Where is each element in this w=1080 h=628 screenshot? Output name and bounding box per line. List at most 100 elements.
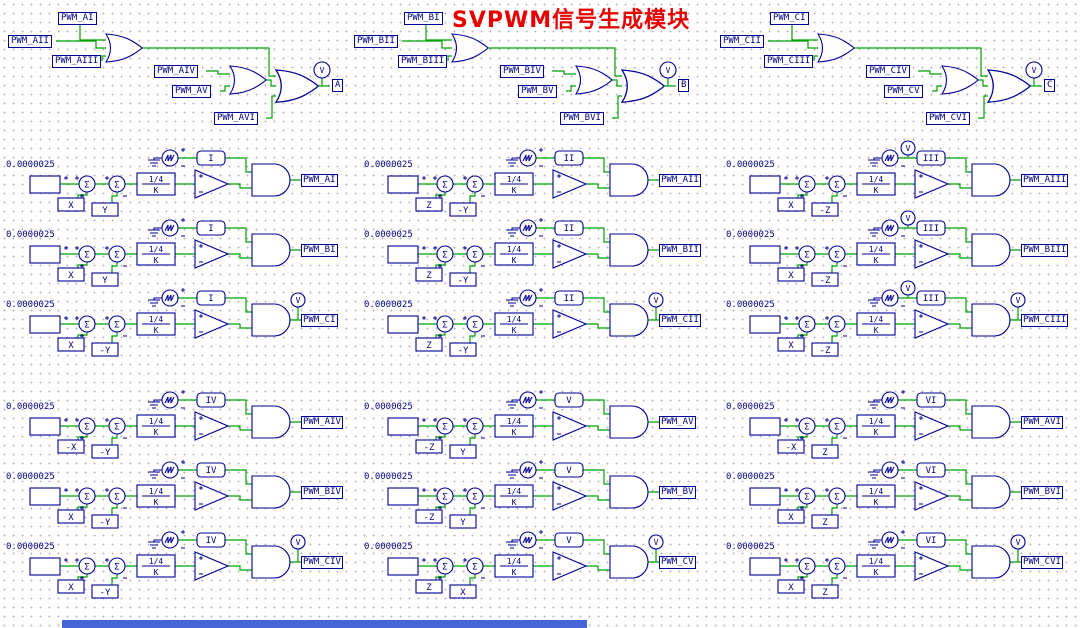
sector-probe-label[interactable]: II <box>554 220 584 236</box>
pwm-output-label[interactable]: PWM_BIII <box>1021 244 1069 257</box>
and-gate[interactable] <box>609 233 649 267</box>
pwm-output-label[interactable]: PWM_BIV <box>301 486 343 499</box>
pwm-input-label[interactable]: PWM_CV <box>884 85 923 98</box>
source-block[interactable] <box>387 245 426 264</box>
gain-block[interactable]: 1/4 K <box>494 414 534 438</box>
phase-output-label[interactable]: B <box>678 79 690 92</box>
voltage-probe[interactable]: V <box>1025 61 1043 86</box>
gain-block[interactable]: 1/4 K <box>494 242 534 266</box>
sector-probe-label[interactable]: III <box>916 290 946 306</box>
or-gate[interactable] <box>228 65 267 95</box>
comparator[interactable] <box>194 169 230 199</box>
sawtooth-source[interactable] <box>881 530 905 549</box>
pwm-output-label[interactable]: PWM_AIV <box>301 416 343 429</box>
input-signal-box[interactable]: X <box>57 337 85 352</box>
input-signal-box[interactable]: Z <box>811 584 839 599</box>
and-gate[interactable] <box>971 405 1011 439</box>
pwm-input-label[interactable]: PWM_CVI <box>926 112 970 125</box>
pwm-output-label[interactable]: PWM_AV <box>659 416 696 429</box>
horizontal-scrollbar[interactable] <box>62 620 587 628</box>
ground-icon[interactable] <box>506 469 520 479</box>
comparator[interactable] <box>552 309 588 339</box>
input-signal-box[interactable]: X <box>777 579 805 594</box>
input-signal-box[interactable]: X <box>777 509 805 524</box>
input-signal-box[interactable]: -Y <box>449 202 477 217</box>
summer-junction[interactable]: Σ <box>795 245 816 268</box>
summer-junction[interactable]: Σ <box>825 557 847 579</box>
summer-junction[interactable]: Σ <box>795 315 816 338</box>
summer-junction[interactable]: Σ <box>105 245 127 267</box>
summer-junction[interactable]: Σ <box>105 417 127 439</box>
source-block[interactable] <box>29 245 68 264</box>
sector-probe-label[interactable]: IV <box>196 392 226 408</box>
source-block[interactable] <box>387 487 426 506</box>
pwm-input-label[interactable]: PWM_CII <box>720 35 764 48</box>
summer-junction[interactable]: Σ <box>795 175 816 198</box>
input-signal-box[interactable]: Z <box>415 579 443 594</box>
pwm-input-label[interactable]: PWM_BV <box>518 85 557 98</box>
comparator[interactable] <box>914 411 950 441</box>
sawtooth-source[interactable] <box>881 390 905 409</box>
and-gate[interactable] <box>251 303 291 337</box>
ground-icon[interactable] <box>868 539 882 549</box>
summer-junction[interactable]: Σ <box>433 245 454 268</box>
source-block[interactable] <box>387 557 426 576</box>
pwm-input-label[interactable]: PWM_AIV <box>154 65 198 78</box>
pwm-input-label[interactable]: PWM_CIV <box>866 65 910 78</box>
pwm-input-label[interactable]: PWM_BI <box>404 12 443 25</box>
voltage-probe[interactable]: V <box>659 61 677 86</box>
input-signal-box[interactable]: Y <box>449 514 477 529</box>
sector-probe-label[interactable]: IV <box>196 532 226 548</box>
sawtooth-source[interactable] <box>161 390 185 409</box>
input-signal-box[interactable]: X <box>777 197 805 212</box>
gain-block[interactable]: 1/4 K <box>856 242 896 266</box>
comparator[interactable] <box>914 239 950 269</box>
input-signal-box[interactable]: -Y <box>449 342 477 357</box>
voltage-probe[interactable]: V <box>648 534 664 562</box>
sawtooth-source[interactable] <box>161 288 185 307</box>
sawtooth-source[interactable] <box>161 218 185 237</box>
input-signal-box[interactable]: -X <box>57 439 85 454</box>
and-gate[interactable] <box>251 545 291 579</box>
pwm-input-label[interactable]: PWM_BIV <box>500 65 544 78</box>
sector-probe-label[interactable]: V <box>554 392 584 408</box>
and-gate[interactable] <box>971 233 1011 267</box>
source-block[interactable] <box>29 487 68 506</box>
sector-probe-label[interactable]: V <box>554 462 584 478</box>
and-gate[interactable] <box>609 405 649 439</box>
sector-probe-label[interactable]: IV <box>196 462 226 478</box>
ground-icon[interactable] <box>148 539 162 549</box>
gain-block[interactable]: 1/4 K <box>856 484 896 508</box>
or-gate[interactable] <box>986 69 1032 103</box>
comparator[interactable] <box>194 551 230 581</box>
pwm-output-label[interactable]: PWM_CII <box>659 314 701 327</box>
sawtooth-source[interactable] <box>519 390 543 409</box>
gain-block[interactable]: 1/4 K <box>136 312 176 336</box>
and-gate[interactable] <box>609 163 649 197</box>
summer-junction[interactable]: Σ <box>463 557 485 579</box>
source-block[interactable] <box>29 175 68 194</box>
source-block[interactable] <box>749 417 788 436</box>
input-signal-box[interactable]: X <box>57 267 85 282</box>
summer-junction[interactable]: Σ <box>825 175 847 197</box>
ground-icon[interactable] <box>506 539 520 549</box>
summer-junction[interactable]: Σ <box>463 315 485 337</box>
pwm-output-label[interactable]: PWM_BI <box>301 244 338 257</box>
summer-junction[interactable]: Σ <box>463 175 485 197</box>
ground-icon[interactable] <box>148 157 162 167</box>
source-block[interactable] <box>749 245 788 264</box>
pwm-input-label[interactable]: PWM_AI <box>58 12 97 25</box>
summer-junction[interactable]: Σ <box>463 487 485 509</box>
pwm-output-label[interactable]: PWM_BV <box>659 486 696 499</box>
sawtooth-source[interactable] <box>519 218 543 237</box>
sector-probe-label[interactable]: II <box>554 150 584 166</box>
input-signal-box[interactable]: -Y <box>449 272 477 287</box>
or-gate[interactable] <box>620 69 666 103</box>
input-signal-box[interactable]: -Z <box>811 202 839 217</box>
summer-junction[interactable]: Σ <box>75 175 96 198</box>
input-signal-box[interactable]: -Z <box>415 509 443 524</box>
summer-junction[interactable]: Σ <box>795 417 816 440</box>
ground-icon[interactable] <box>506 227 520 237</box>
sector-probe-label[interactable]: V <box>554 532 584 548</box>
input-signal-box[interactable]: -X <box>777 439 805 454</box>
